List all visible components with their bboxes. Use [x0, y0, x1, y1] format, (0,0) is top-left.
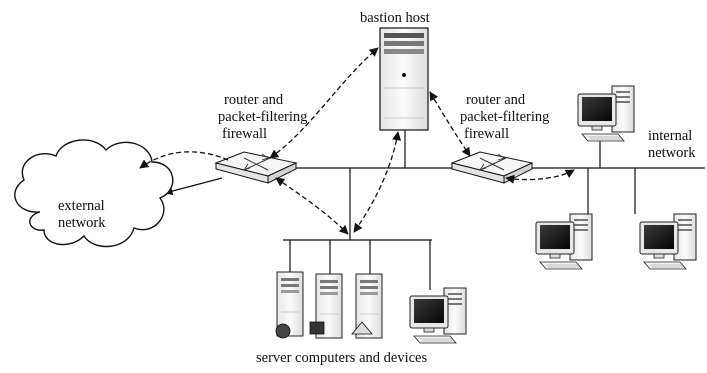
server-1	[275, 271, 304, 339]
right-router-label-line2: packet-filtering	[460, 109, 550, 125]
bastion-host-server	[379, 27, 429, 131]
internal-workstation-3	[639, 213, 697, 270]
servers-label: server computers and devices	[256, 350, 428, 366]
right-router-label-line3: firewall	[464, 126, 510, 142]
internal-workstation-1	[577, 85, 635, 142]
external-network-label-line2: network	[58, 215, 106, 231]
server-2	[309, 273, 343, 339]
left-router-label-line1: router and	[224, 92, 284, 108]
traffic-flows	[139, 47, 575, 235]
external-network-cloud	[14, 139, 174, 248]
internal-network-label-line2: network	[648, 145, 696, 161]
server-workstation	[409, 287, 467, 344]
left-router	[214, 151, 298, 184]
bastion-host-label: bastion host	[360, 10, 430, 26]
server-3	[351, 273, 383, 339]
left-router-label-line3: firewall	[222, 126, 268, 142]
left-router-label-line2: packet-filtering	[218, 109, 308, 125]
right-router	[450, 151, 534, 184]
internal-workstation-2	[535, 213, 593, 270]
external-network-label-line1: external	[58, 198, 105, 214]
internal-network-label-line1: internal	[648, 128, 693, 144]
right-router-label-line1: router and	[466, 92, 526, 108]
